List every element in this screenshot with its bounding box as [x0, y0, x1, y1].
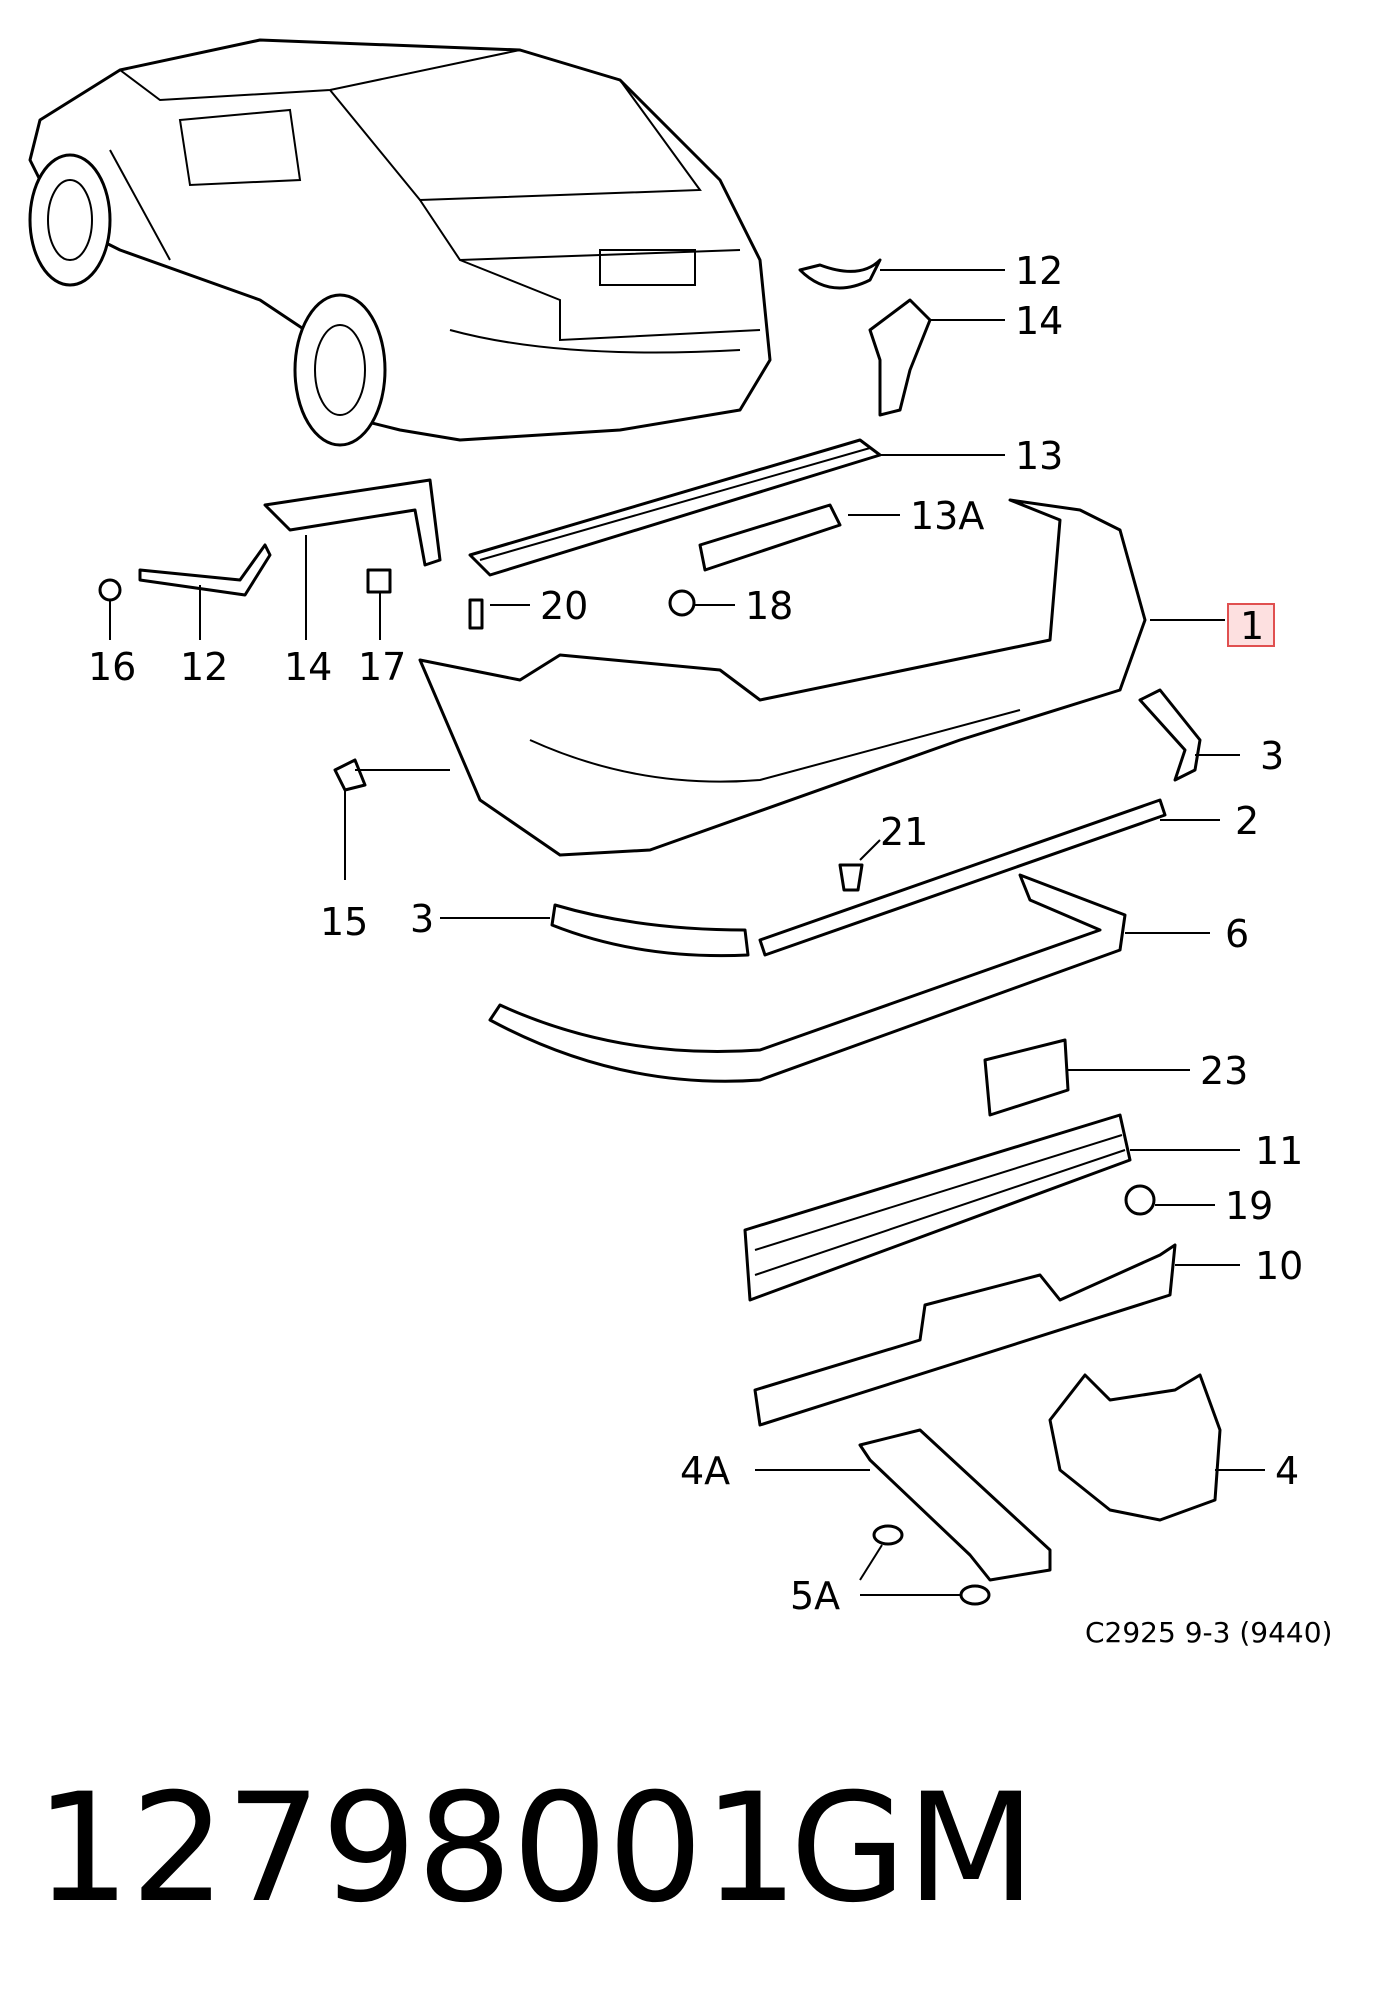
callout-4: 4: [1275, 1449, 1299, 1493]
callout-10: 10: [1255, 1244, 1303, 1288]
car-illustration: [28, 38, 772, 447]
callout-12-left: 12: [180, 645, 228, 689]
callout-4a: 4A: [680, 1449, 730, 1493]
part-3-right-strip: [1138, 688, 1202, 782]
callout-1-highlight: [1227, 603, 1275, 647]
callout-16: 16: [88, 645, 136, 689]
part-14-top: [868, 298, 932, 417]
leader-lines: [109, 269, 1265, 1596]
part-number: 12798001: [35, 1762, 798, 1936]
part-5a-clip-2: [959, 1584, 991, 1606]
callout-14-left: 14: [284, 645, 332, 689]
callout-3-left: 3: [410, 897, 434, 941]
part-20-screw: [468, 598, 484, 630]
part-19-nut: [1124, 1184, 1156, 1216]
part-6-valance: [488, 873, 1127, 1083]
part-3-left-strip: [550, 903, 750, 958]
part-23-plate: [983, 1038, 1070, 1117]
callout-5a: 5A: [790, 1574, 840, 1618]
callout-labels: 12 14 13 13A 1 16 12 14 17 20 18 3 2 21 …: [88, 249, 1303, 1618]
callout-14-top: 14: [1015, 299, 1063, 343]
callout-11: 11: [1255, 1129, 1303, 1173]
part-10-absorber: [753, 1243, 1177, 1427]
part-14-left: [263, 478, 442, 567]
part-12-top: [798, 258, 882, 290]
callout-13: 13: [1015, 434, 1063, 478]
part-17-clip: [366, 568, 392, 594]
callout-1: 1: [1240, 604, 1264, 648]
callout-21: 21: [880, 810, 928, 854]
callout-3-right: 3: [1260, 734, 1284, 778]
callout-12-top: 12: [1015, 249, 1063, 293]
part-4-bracket: [1048, 1373, 1222, 1522]
callout-23: 23: [1200, 1049, 1248, 1093]
callout-13a: 13A: [910, 494, 984, 538]
callout-20: 20: [540, 584, 588, 628]
part-5a-clip-1: [872, 1524, 904, 1546]
callout-18: 18: [745, 584, 793, 628]
part-12-left: [138, 543, 272, 597]
part-13a: [698, 503, 842, 572]
callout-2: 2: [1235, 799, 1259, 843]
part-4a-plate: [858, 1428, 1052, 1582]
callout-19: 19: [1225, 1184, 1273, 1228]
part-16-clip: [98, 578, 122, 602]
callout-17: 17: [358, 645, 406, 689]
callout-15: 15: [320, 900, 368, 944]
part-18-bolt: [668, 589, 696, 617]
part-11-reinforcement: [743, 1113, 1132, 1302]
callout-6: 6: [1225, 912, 1249, 956]
part-2-strip: [758, 798, 1167, 957]
part-21-clip: [838, 863, 864, 892]
diagram-reference: C2925 9-3 (9440): [1085, 1616, 1332, 1649]
part-15-clip: [333, 758, 367, 792]
brand-label: GM: [790, 1762, 1036, 1936]
